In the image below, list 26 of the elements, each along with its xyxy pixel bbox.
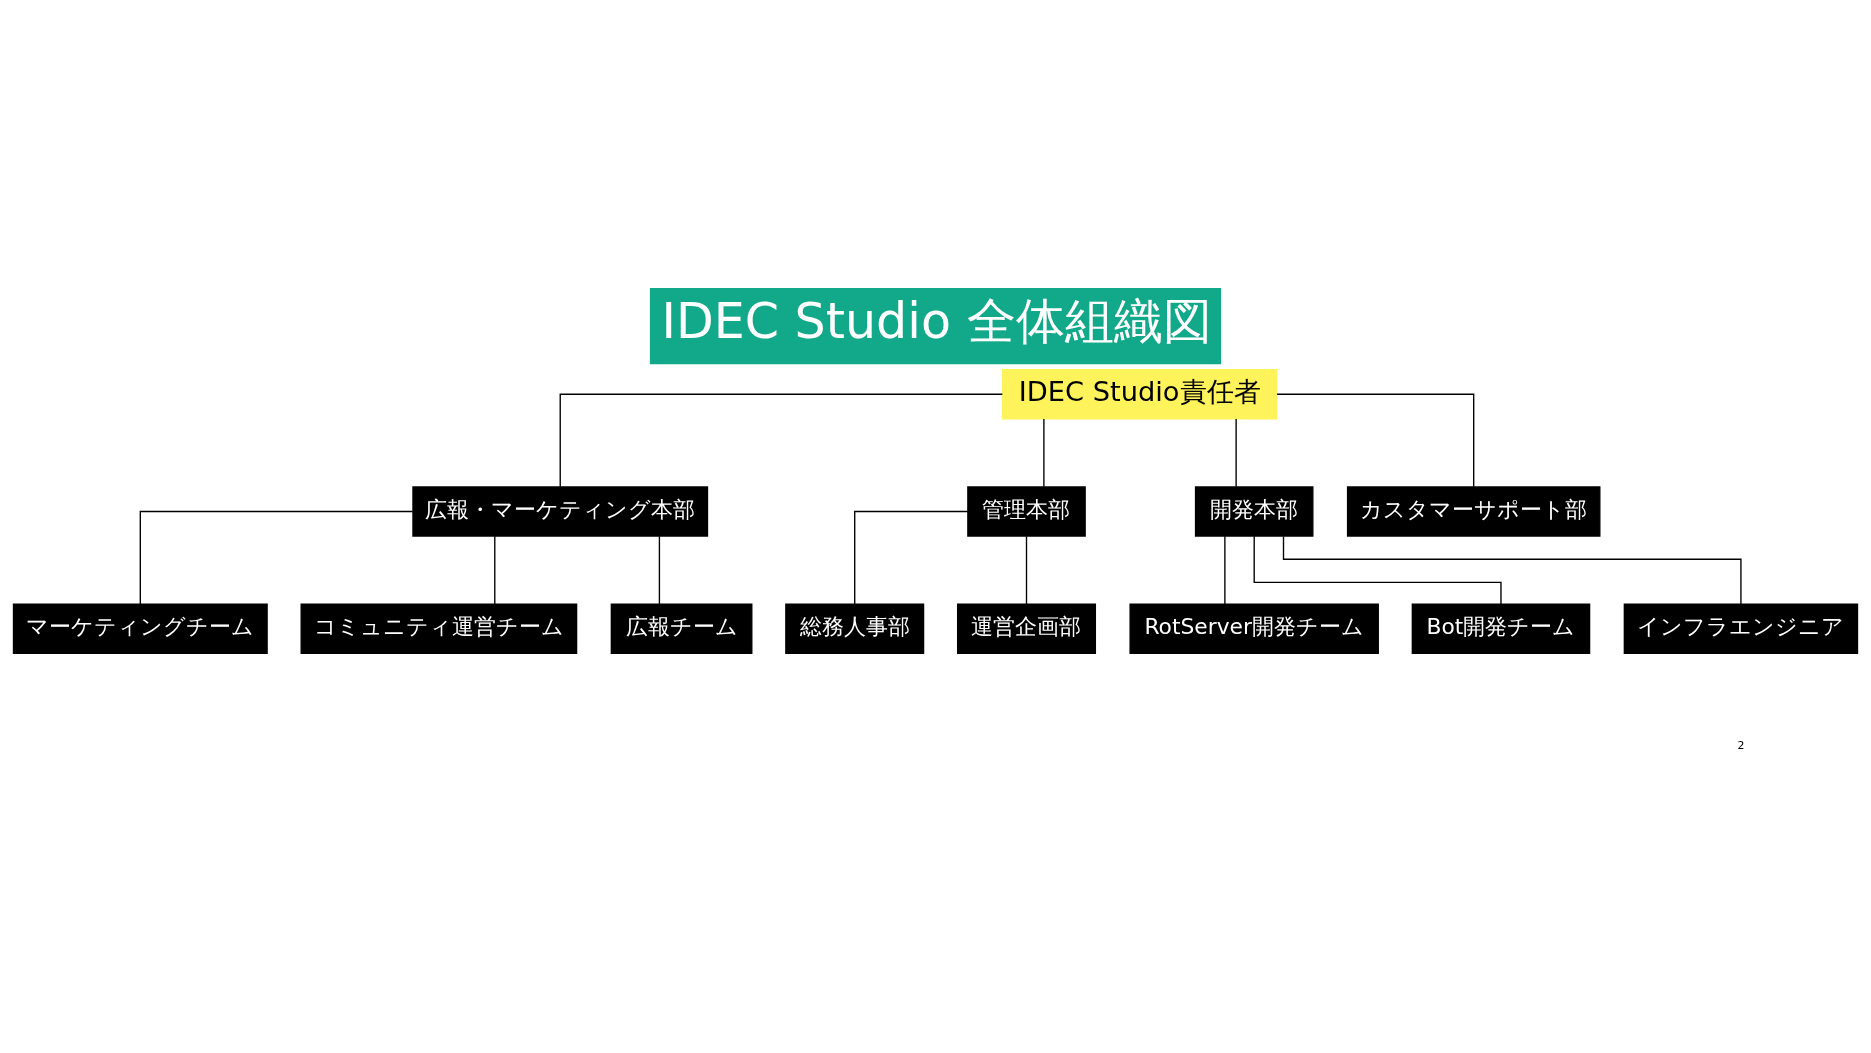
node-box: マーケティングチーム [12,603,268,654]
label: 2 [1737,738,1745,752]
node-box: 広報・マーケティング本部 [412,486,709,537]
connector [1282,535,1742,605]
node-box: 総務人事部 [785,603,925,654]
connector [854,510,969,605]
node-box: カスタマーサポート部 [1346,486,1601,537]
node-box: 開発本部 [1194,486,1314,537]
connector [1276,393,1475,488]
node-box: Bot開発チーム [1411,603,1591,654]
connector [1235,418,1237,488]
node-box: RotServer開発チーム [1129,603,1379,654]
node-box: IDEC Studio責任者 [1001,369,1278,420]
connector [1224,535,1226,605]
node-box: 運営企画部 [957,603,1097,654]
connector [1043,418,1045,488]
node-box: インフラエンジニア [1623,603,1859,654]
node-box: 管理本部 [967,486,1086,537]
diagram-title: IDEC Studio 全体組織図 [661,292,1212,351]
connector [494,535,496,605]
connector [658,535,661,605]
connector [559,393,1004,488]
connector [1025,535,1028,605]
node-box: コミュニティ運営チーム [300,603,578,654]
connector [139,510,414,605]
node-box: 広報チーム [610,603,753,654]
